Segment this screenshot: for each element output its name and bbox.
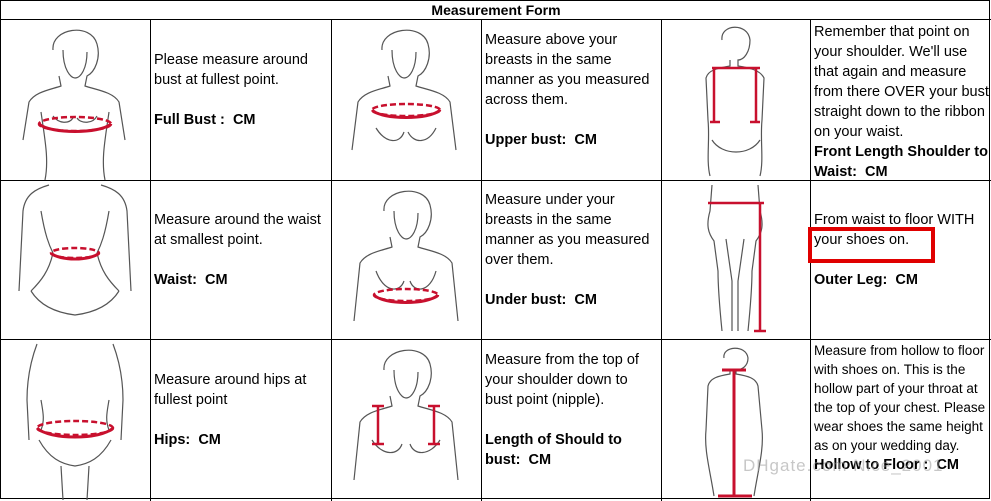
grid-divider (661, 20, 662, 501)
outer-leg-figure-icon (662, 181, 810, 339)
unit-text: CM (232, 112, 256, 128)
unit-text: CM (574, 132, 597, 148)
label-text: Hollow to Floor : (814, 457, 929, 473)
measurement-label: Hollow to Floor : CM (814, 455, 989, 475)
measurement-label: Under bust: CM (485, 290, 659, 310)
measurement-label: Hips: CM (154, 430, 329, 450)
measurement-label: Front Length Shoulder to Waist: CM (814, 142, 989, 180)
watermark: DHgate.com Nice_2001 (743, 456, 944, 475)
grid-divider (150, 20, 151, 501)
under-bust-figure-icon (332, 181, 481, 339)
waist-figure-icon (1, 181, 150, 339)
outer-leg-instruction: From waist to floor WITH your shoes on. … (811, 210, 991, 339)
measurement-label: Full Bust : CM (154, 110, 329, 130)
front-length-instruction: Remember that point on your shoulder. We… (811, 22, 991, 180)
upper-bust-instruction: Measure above your breasts in the same m… (482, 30, 661, 180)
instruction-text: From waist to floor WITH your shoes on. (814, 212, 975, 248)
form-title: Measurement Form (1, 1, 991, 20)
waist-instruction: Measure around the waist at smallest poi… (151, 210, 331, 339)
label-text: Upper bust: (485, 132, 567, 148)
bust-figure-icon (1, 20, 150, 180)
instruction-text: Please measure around bust at fullest po… (154, 52, 308, 88)
instruction-text: Measure above your breasts in the same m… (485, 32, 650, 108)
instruction-text: Measure from the top of your shoulder do… (485, 352, 639, 408)
label-text: Front Length Shoulder to Waist: (814, 144, 988, 180)
unit-text: CM (198, 432, 221, 448)
bust-instruction: Please measure around bust at fullest po… (151, 50, 331, 180)
unit-text: CM (205, 272, 228, 288)
unit-text: CM (936, 457, 959, 473)
instruction-text: Remember that point on your shoulder. We… (814, 24, 989, 140)
hollow-to-floor-figure-icon (662, 340, 810, 501)
grid-divider (481, 20, 482, 501)
instruction-text: Measure around hips at fullest point (154, 372, 307, 408)
instruction-text: Measure from hollow to floor with shoes … (814, 343, 986, 453)
grid-divider (1, 180, 991, 181)
instruction-text: Measure around the waist at smallest poi… (154, 212, 321, 248)
highlight-box (808, 227, 935, 263)
upper-bust-figure-icon (332, 20, 481, 180)
label-text: Length of Should to bust: (485, 432, 622, 468)
shoulder-to-bust-instruction: Measure from the top of your shoulder do… (482, 350, 661, 501)
under-bust-instruction: Measure under your breasts in the same m… (482, 190, 661, 339)
front-length-figure-icon (662, 20, 810, 180)
label-text: Waist: (154, 272, 197, 288)
label-text: Under bust: (485, 292, 567, 308)
unit-text: CM (865, 164, 888, 180)
label-text: Hips: (154, 432, 191, 448)
hollow-to-floor-instruction: Measure from hollow to floor with shoes … (811, 341, 991, 501)
unit-text: CM (528, 452, 552, 468)
measurement-label: Outer Leg: CM (814, 270, 989, 290)
hips-instruction: Measure around hips at fullest point Hip… (151, 370, 331, 501)
unit-text: CM (574, 292, 597, 308)
grid-divider (1, 339, 991, 340)
instruction-text: Measure under your breasts in the same m… (485, 192, 650, 268)
shoulder-to-bust-figure-icon (332, 340, 481, 501)
label-text: Outer Leg: (814, 272, 888, 288)
label-text: Full Bust : (154, 112, 225, 128)
unit-text: CM (895, 272, 918, 288)
measurement-label: Length of Should to bust: CM (485, 430, 659, 470)
measurement-grid: Please measure around bust at fullest po… (1, 20, 991, 501)
hips-figure-icon (1, 340, 150, 501)
measurement-label: Upper bust: CM (485, 130, 659, 150)
grid-divider (331, 20, 332, 501)
measurement-label: Waist: CM (154, 270, 329, 290)
